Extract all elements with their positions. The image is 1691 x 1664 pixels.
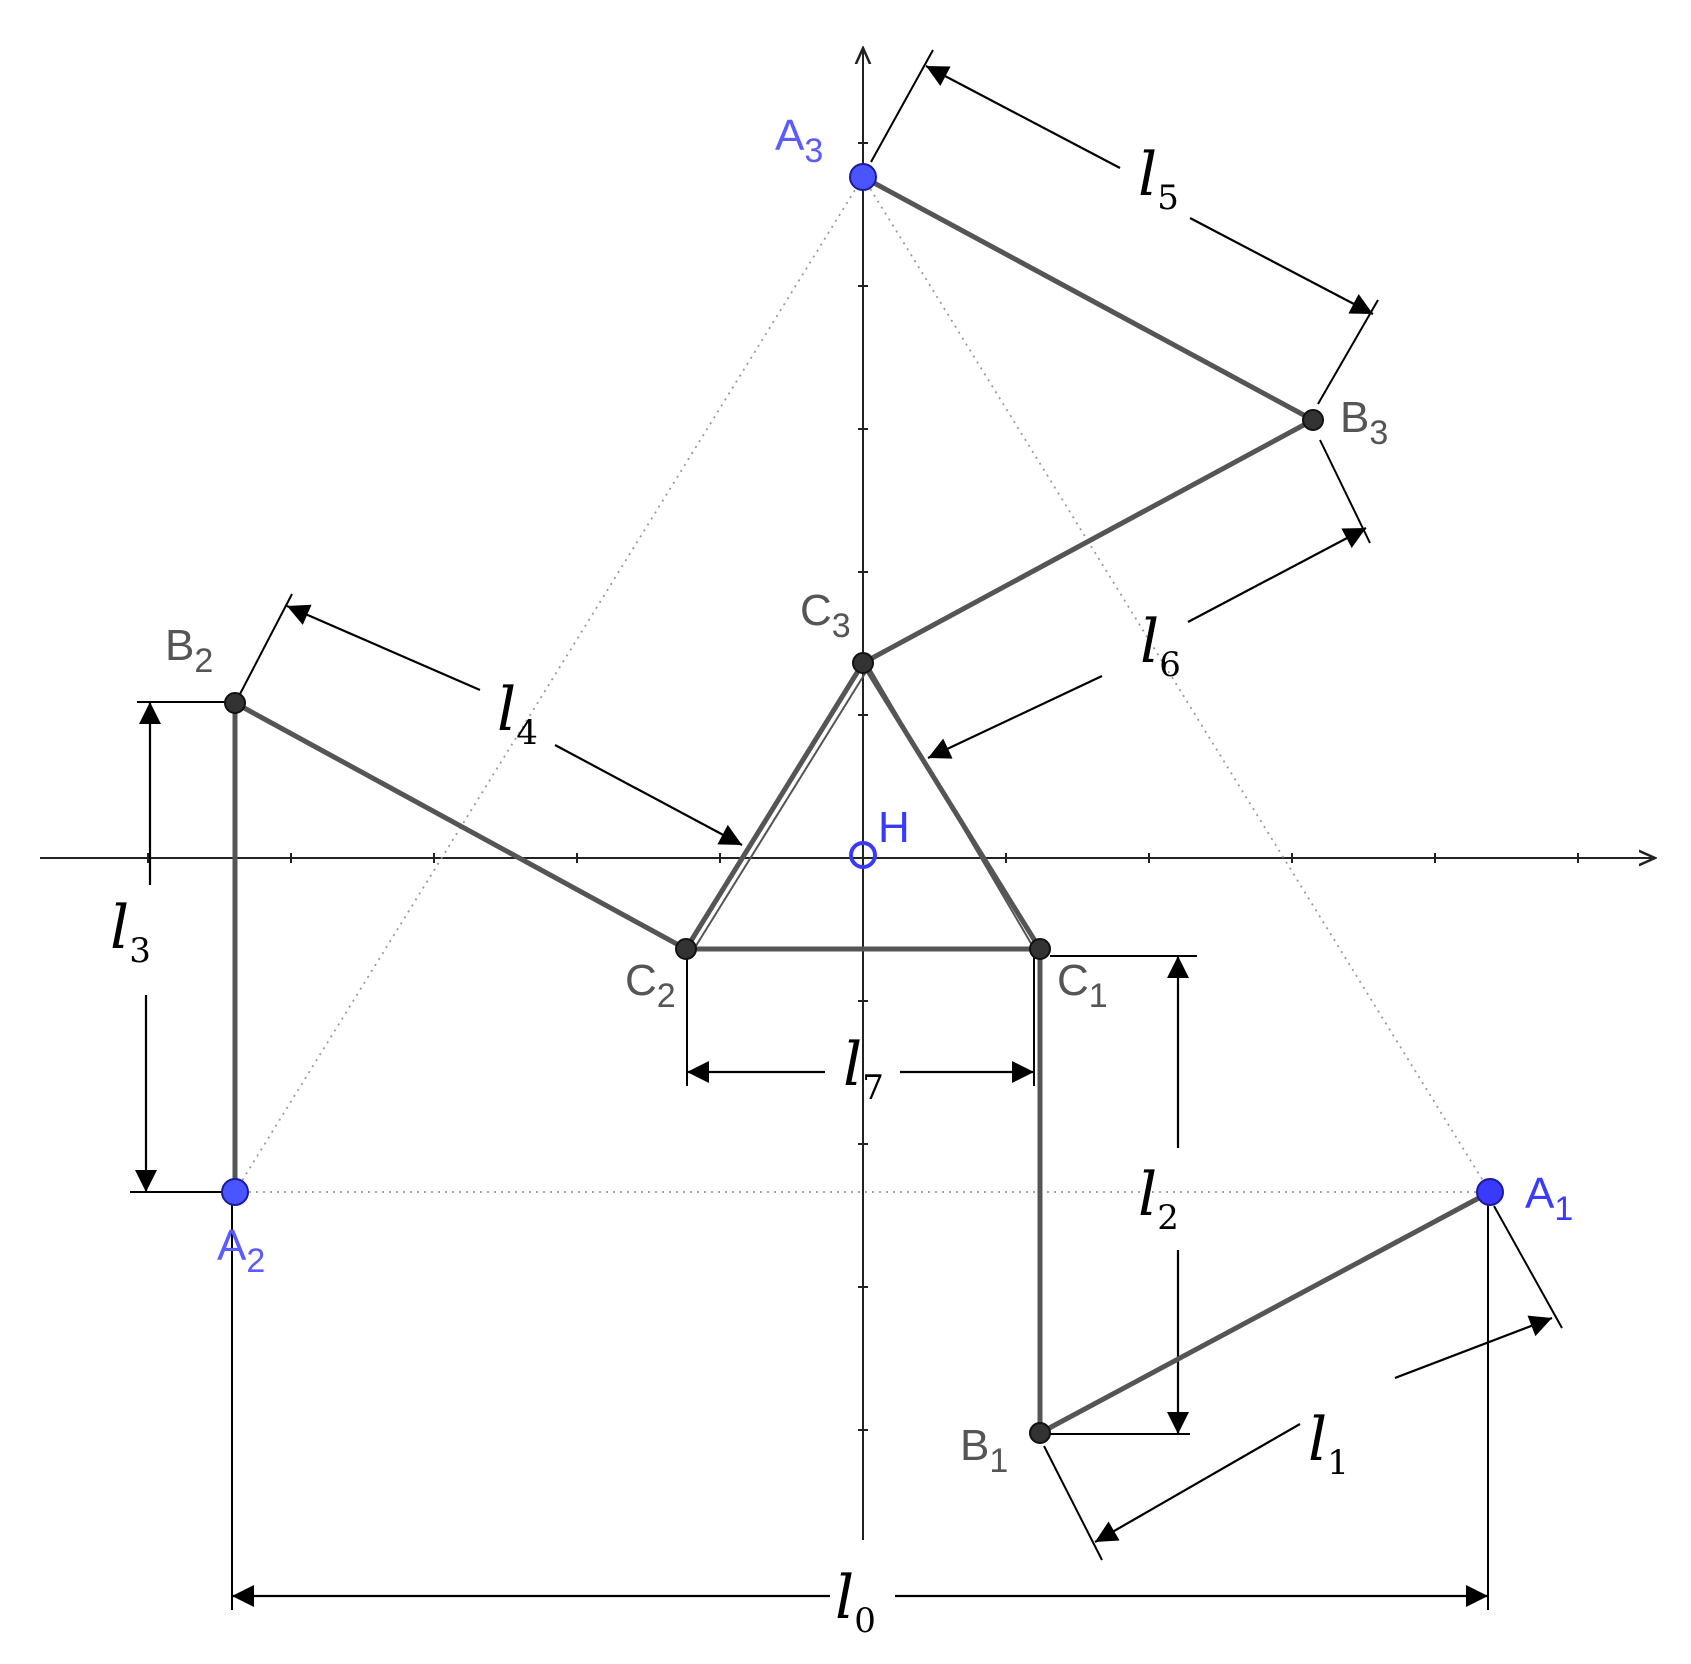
point-c2[interactable] [675, 938, 697, 960]
label-b1: B1 [960, 1421, 1008, 1480]
link-b2-c2 [232, 700, 689, 952]
dim-l6-lower [927, 675, 1103, 759]
label-b2: B2 [165, 621, 213, 680]
label-a1: A1 [1525, 1169, 1573, 1228]
point-a3[interactable] [849, 163, 877, 191]
platform-outline [693, 666, 1033, 950]
dim-label-l6: l6 [1140, 607, 1181, 685]
ext-l5-b3 [1317, 299, 1379, 405]
platform-c2-c3-inner [693, 666, 870, 950]
platform-c3-c1-inner [868, 666, 1033, 946]
dim-l5-lower [1189, 217, 1374, 315]
guide-a2-a3 [234, 176, 864, 1193]
guide-triangle [234, 176, 1491, 1193]
link-a1-b1 [1037, 1189, 1493, 1436]
dim-l6-upper [1187, 527, 1367, 623]
axes [40, 48, 1655, 1540]
link-b3-c3 [860, 417, 1316, 666]
dimension-labels: l0 l1 l2 l3 l4 l5 l6 l7 [110, 140, 1349, 1641]
dim-l4-lower [554, 744, 743, 846]
ext-l1-b1 [1043, 1445, 1103, 1561]
point-b3[interactable] [1302, 409, 1324, 431]
point-b2[interactable] [224, 692, 246, 714]
dim-label-l3: l3 [110, 893, 151, 971]
dimension-arrows [135, 65, 1553, 1607]
platform-c2-c3 [683, 660, 866, 952]
ext-l6-b3 [1319, 439, 1371, 544]
dim-label-l1: l1 [1308, 1405, 1349, 1483]
dim-label-l4: l4 [497, 675, 538, 753]
label-a3: A3 [775, 111, 823, 170]
ext-l5-a3 [870, 49, 934, 163]
label-c2: C2 [625, 956, 676, 1015]
dim-label-l7: l7 [843, 1030, 884, 1108]
label-h: H [878, 803, 910, 852]
guide-a3-a1 [862, 176, 1491, 1193]
dim-l1-upper [1394, 1315, 1553, 1380]
dim-label-l2: l2 [1138, 1160, 1179, 1238]
point-labels: A1 A2 A3 B1 B2 B3 C1 C2 C3 H [165, 111, 1573, 1480]
dim-l4-upper [286, 604, 481, 692]
label-c1: C1 [1057, 956, 1108, 1015]
label-a2: A2 [217, 1221, 265, 1280]
point-a2[interactable] [221, 1178, 249, 1206]
label-b3: B3 [1340, 393, 1388, 452]
label-c3: C3 [800, 586, 851, 645]
dim-label-l5: l5 [1138, 140, 1179, 218]
point-c3[interactable] [852, 652, 874, 674]
point-c1[interactable] [1029, 938, 1051, 960]
points [221, 163, 1504, 1444]
extension-lines [130, 49, 1563, 1610]
ext-l4-b2 [239, 593, 293, 695]
point-a1[interactable] [1476, 1178, 1504, 1206]
dim-label-l0: l0 [835, 1563, 876, 1641]
point-b1[interactable] [1029, 1422, 1051, 1444]
dim-l5-upper [925, 65, 1121, 169]
ext-l1-a1 [1493, 1205, 1563, 1329]
point-h[interactable] [849, 841, 877, 869]
axis-ticks [147, 142, 1579, 1431]
link-a3-b3 [860, 174, 1316, 423]
dim-l1-lower [1094, 1423, 1301, 1543]
